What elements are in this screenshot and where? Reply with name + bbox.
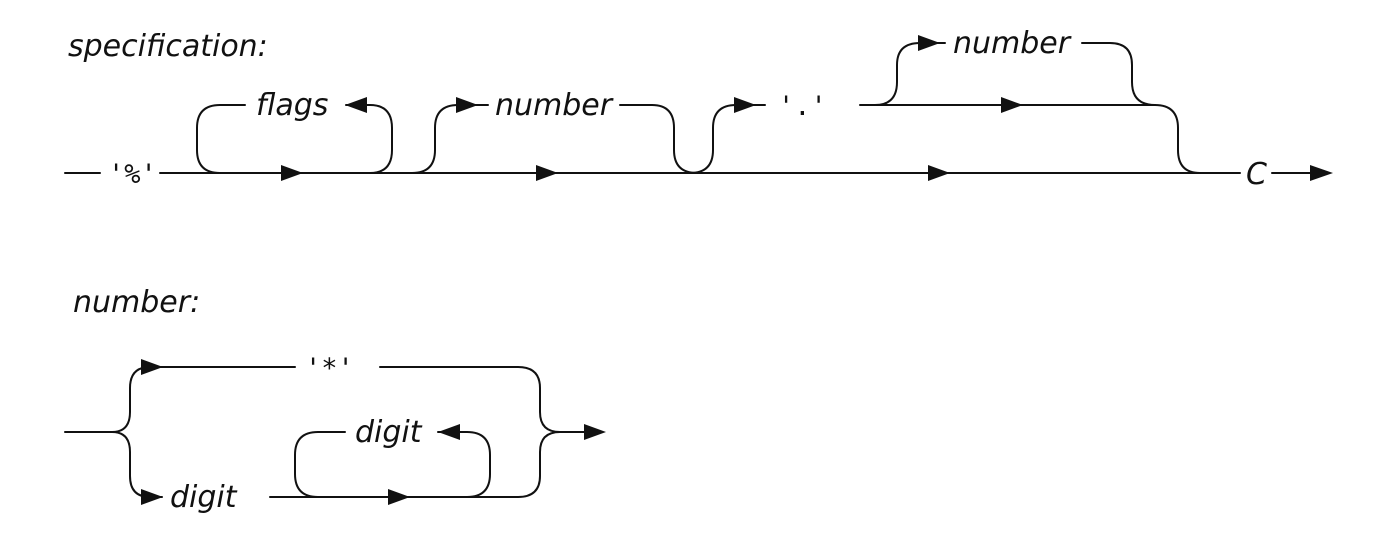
width-bypass-arrow — [536, 165, 558, 181]
number-brace-bottom — [111, 431, 151, 498]
star-literal: '*' — [305, 353, 354, 384]
precision-number-right — [1081, 42, 1156, 106]
digit-loop-arrow — [438, 424, 460, 440]
precision-number-arrow — [918, 35, 940, 51]
digit-loop-left — [294, 431, 346, 498]
digit-loop-right — [437, 431, 491, 498]
specification-rule-name: specification: — [68, 29, 268, 64]
precision-number-label: number — [953, 26, 1072, 61]
number-brace-top — [111, 366, 151, 433]
precision-branch-left — [689, 104, 766, 174]
flags-loop-right — [345, 104, 393, 174]
star-branch-arrow — [141, 359, 163, 375]
flags-loop-arrow — [345, 97, 367, 113]
width-branch-arrow — [456, 97, 478, 113]
precision-branch-arrow — [734, 97, 756, 113]
digit-branch-arrow — [141, 489, 163, 505]
precision-rejoin — [1154, 104, 1201, 174]
width-branch-left — [411, 104, 489, 174]
width-number-label: number — [495, 88, 614, 123]
precision-dot-literal: '.' — [778, 91, 827, 122]
spec-end-label: C — [1246, 157, 1267, 192]
digit-main-arrow — [388, 489, 410, 505]
flags-label: flags — [256, 88, 328, 123]
width-branch-right — [619, 104, 698, 174]
repeat-digit-label: digit — [355, 415, 423, 450]
number-brace-right-top — [517, 366, 561, 433]
number-rule: number: '*' digit digit — [64, 285, 606, 515]
first-digit-label: digit — [170, 480, 238, 515]
precision-number-left — [874, 42, 946, 106]
flags-loop-left — [196, 104, 246, 174]
number-exit-arrow — [584, 424, 606, 440]
number-rule-name: number: — [73, 285, 200, 320]
spec-exit-arrow — [1310, 165, 1333, 181]
number-brace-right-bottom — [517, 431, 561, 498]
spec-percent-literal: '%' — [108, 159, 157, 190]
precision-bypass-arrow — [928, 165, 950, 181]
flags-bypass-arrow — [281, 165, 303, 181]
specification-rule: specification: '%' flags number '.' numb… — [64, 26, 1333, 192]
precision-dot-arrow — [1001, 97, 1023, 113]
